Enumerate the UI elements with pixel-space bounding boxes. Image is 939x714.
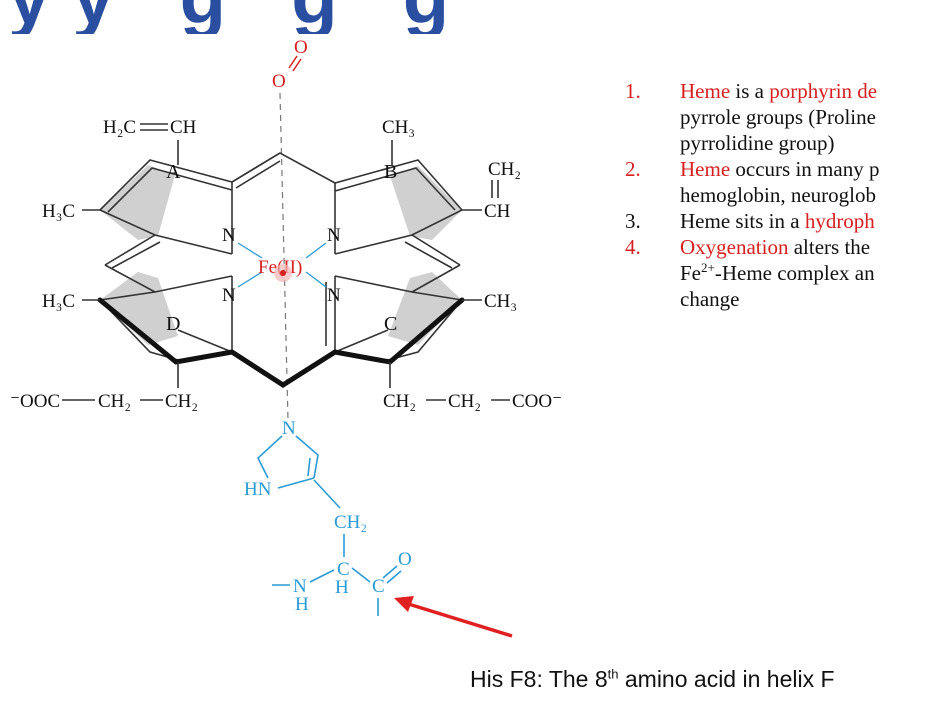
histidine-f8: N HN CH₂ C H N H C O	[244, 418, 412, 616]
point-text: Heme sits in a	[680, 209, 805, 233]
propionate-right-ch2-2: CH₂	[448, 391, 481, 412]
nitrogen-top-right: N	[327, 225, 341, 246]
propionate-left-ch2-1: CH₂	[98, 391, 131, 412]
histidine-h-alpha: H	[335, 577, 349, 598]
point-text: -Heme complex an	[714, 261, 875, 285]
point-text: 2+	[701, 260, 715, 275]
propionate-left-ch2-2: CH₂	[165, 391, 198, 412]
ring-label-c: C	[384, 313, 397, 335]
histidine-n-epsilon: N	[282, 418, 296, 439]
highlighted-term: Heme	[680, 157, 731, 181]
iron-coordination-bonds	[237, 242, 327, 288]
highlighted-term: Heme	[680, 79, 731, 103]
ring-label-b: B	[384, 161, 397, 183]
ring-b-shade	[390, 166, 462, 240]
point-3: 3. Heme sits in a hydroph	[625, 208, 939, 234]
histidine-c-carbonyl: C	[372, 576, 385, 597]
oxygen-bound: O	[272, 71, 286, 92]
point-text: occurs in many p	[730, 157, 880, 181]
oxygen-top: O	[294, 37, 308, 58]
propionate-right-coo: COO⁻	[512, 391, 562, 412]
histidine-carbonyl-o: O	[398, 549, 412, 570]
point-line-2: hemoglobin, neuroglob	[680, 183, 876, 207]
methyl-left-top: H₃C	[42, 201, 75, 222]
point-text: alters the	[788, 235, 871, 259]
cursor-dot	[280, 270, 286, 276]
ring-label-d: D	[166, 313, 180, 335]
arrow-shaft	[401, 600, 513, 638]
nitrogen-top-left: N	[222, 225, 236, 246]
highlighted-term: porphyrin de	[769, 79, 878, 103]
point-line-1: Heme occurs in many p	[680, 156, 939, 182]
title-fragment: yy g g g	[0, 0, 939, 34]
highlighted-term: hydroph	[804, 209, 875, 233]
point-number: 4.	[625, 235, 641, 259]
point-line-2: pyrrole groups (Proline	[680, 105, 876, 129]
ring-label-a: A	[166, 161, 181, 183]
porphyrin-skeleton	[99, 152, 463, 361]
methyl-right: CH₃	[484, 291, 517, 312]
o2-bond-2	[292, 58, 302, 72]
point-number: 2.	[625, 157, 641, 181]
caption: His F8: The 8th amino acid in helix F	[470, 666, 835, 692]
nitrogen-bottom-left: N	[222, 285, 236, 306]
histidine-ch2: CH₂	[334, 512, 367, 533]
methyl-top: CH₃	[382, 117, 415, 138]
vinyl-left-h2c: H₂C	[103, 117, 136, 138]
histidine-hn: HN	[244, 479, 272, 500]
point-line-1: Heme sits in a hydroph	[680, 208, 939, 234]
propionate-right-ch2-1: CH₂	[383, 391, 416, 412]
point-text: is a	[730, 79, 770, 103]
highlighted-term: Oxygenation	[680, 235, 789, 259]
ring-d-shade	[100, 272, 178, 345]
histidine-nh-h: H	[295, 594, 309, 615]
arrow-head	[394, 596, 414, 612]
propionate-left-coo: ⁻OOC	[10, 391, 60, 412]
o2-bond-1	[288, 55, 298, 69]
point-text: Fe	[680, 261, 701, 285]
point-line-2: Fe2+-Heme complex an	[680, 260, 939, 286]
point-line-1: Heme is a porphyrin de	[680, 78, 939, 104]
point-line-1: Oxygenation alters the	[680, 234, 939, 260]
methyl-left-bottom: H₃C	[42, 291, 75, 312]
point-number: 3.	[625, 209, 641, 233]
histidine-c-alpha: C	[337, 559, 350, 580]
nitrogen-bottom-right: N	[327, 285, 341, 306]
histidine-nh: N	[293, 576, 307, 597]
vinyl-left-ch: CH	[170, 117, 197, 138]
point-number: 1.	[625, 79, 641, 103]
vinyl-right-ch: CH	[484, 201, 511, 222]
point-line-3: change	[680, 287, 740, 311]
vinyl-right-ch2: CH₂	[488, 159, 521, 180]
ring-a-shade	[100, 165, 175, 240]
heme-structure-diagram: O O A B C D N	[10, 37, 562, 638]
point-line-3: pyrrolidine group)	[680, 131, 835, 155]
